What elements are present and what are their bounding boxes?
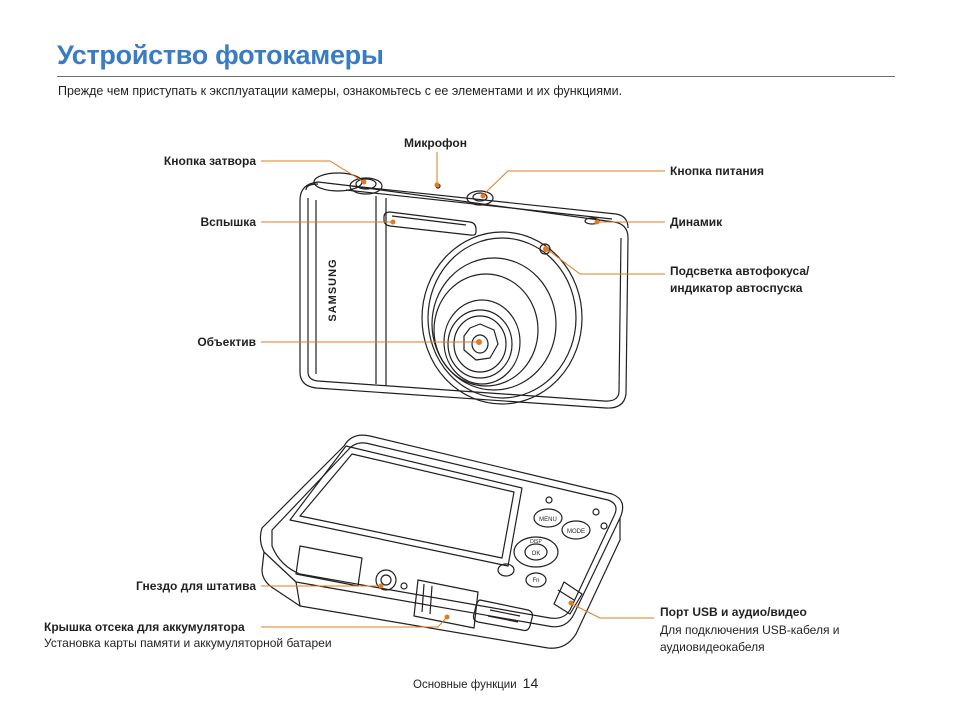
label-speaker: Динамик [670,215,723,229]
callout-af-lamp [547,249,665,275]
label-usb-port: Порт USB и аудио/видео [660,605,807,619]
footer-section: Основные функции [413,679,517,691]
title-rule [57,76,895,77]
back-buttons [497,496,608,588]
callout-usb [571,603,654,619]
ok-marking: OK [532,551,541,557]
label-af-lamp-line2: индикатор автоспуска [670,281,803,296]
fn-marking: Fn [532,578,539,584]
disp-marking: DISP [530,539,542,545]
usb-desc-line2: аудиовидеокабеля [660,640,765,655]
callout-battery [261,617,447,628]
lens-barrel [421,231,583,405]
label-af-lamp-line1: Подсветка автофокуса/ [670,264,810,278]
page-footer: Основные функции 14 [413,675,538,691]
page-number: 14 [522,675,539,691]
callout-lines [261,152,665,628]
usb-desc-line1: Для подключения USB-кабеля и [660,623,840,637]
page-title: Устройство фотокамеры [57,40,384,70]
label-tripod-socket: Гнездо для штатива [136,579,256,593]
power-button-shape [466,190,494,206]
callout-dots [361,179,600,620]
label-microphone: Микрофон [404,136,467,150]
flash-window [383,211,477,236]
usb-port-flap [553,581,583,615]
front-camera-body [299,181,629,409]
brand-marking: SAMSUNG [327,258,339,321]
label-shutter-button: Кнопка затвора [163,154,256,168]
label-af-lamp: Подсветка автофокуса/ индикатор автоспус… [670,263,809,298]
shutter-dial [313,172,383,195]
label-battery-cover: Крышка отсека для аккумулятора [44,620,245,634]
battery-cover-desc: Установка карты памяти и аккумуляторной … [44,636,332,650]
callout-shutter [261,160,365,183]
label-power-button: Кнопка питания [670,164,764,178]
usb-port-desc: Для подключения USB-кабеля и аудиовидеок… [660,622,840,657]
back-camera-body [259,434,624,649]
intro-text: Прежде чем приступать к эксплуатации кам… [58,84,623,98]
af-lamp [539,243,551,255]
label-flash: Вспышка [200,215,256,229]
menu-marking: MENU [539,517,557,523]
mode-marking: MODE [567,529,585,535]
callout-power [483,170,665,195]
lcd-screen [289,445,523,567]
label-lens: Объектив [197,335,256,349]
